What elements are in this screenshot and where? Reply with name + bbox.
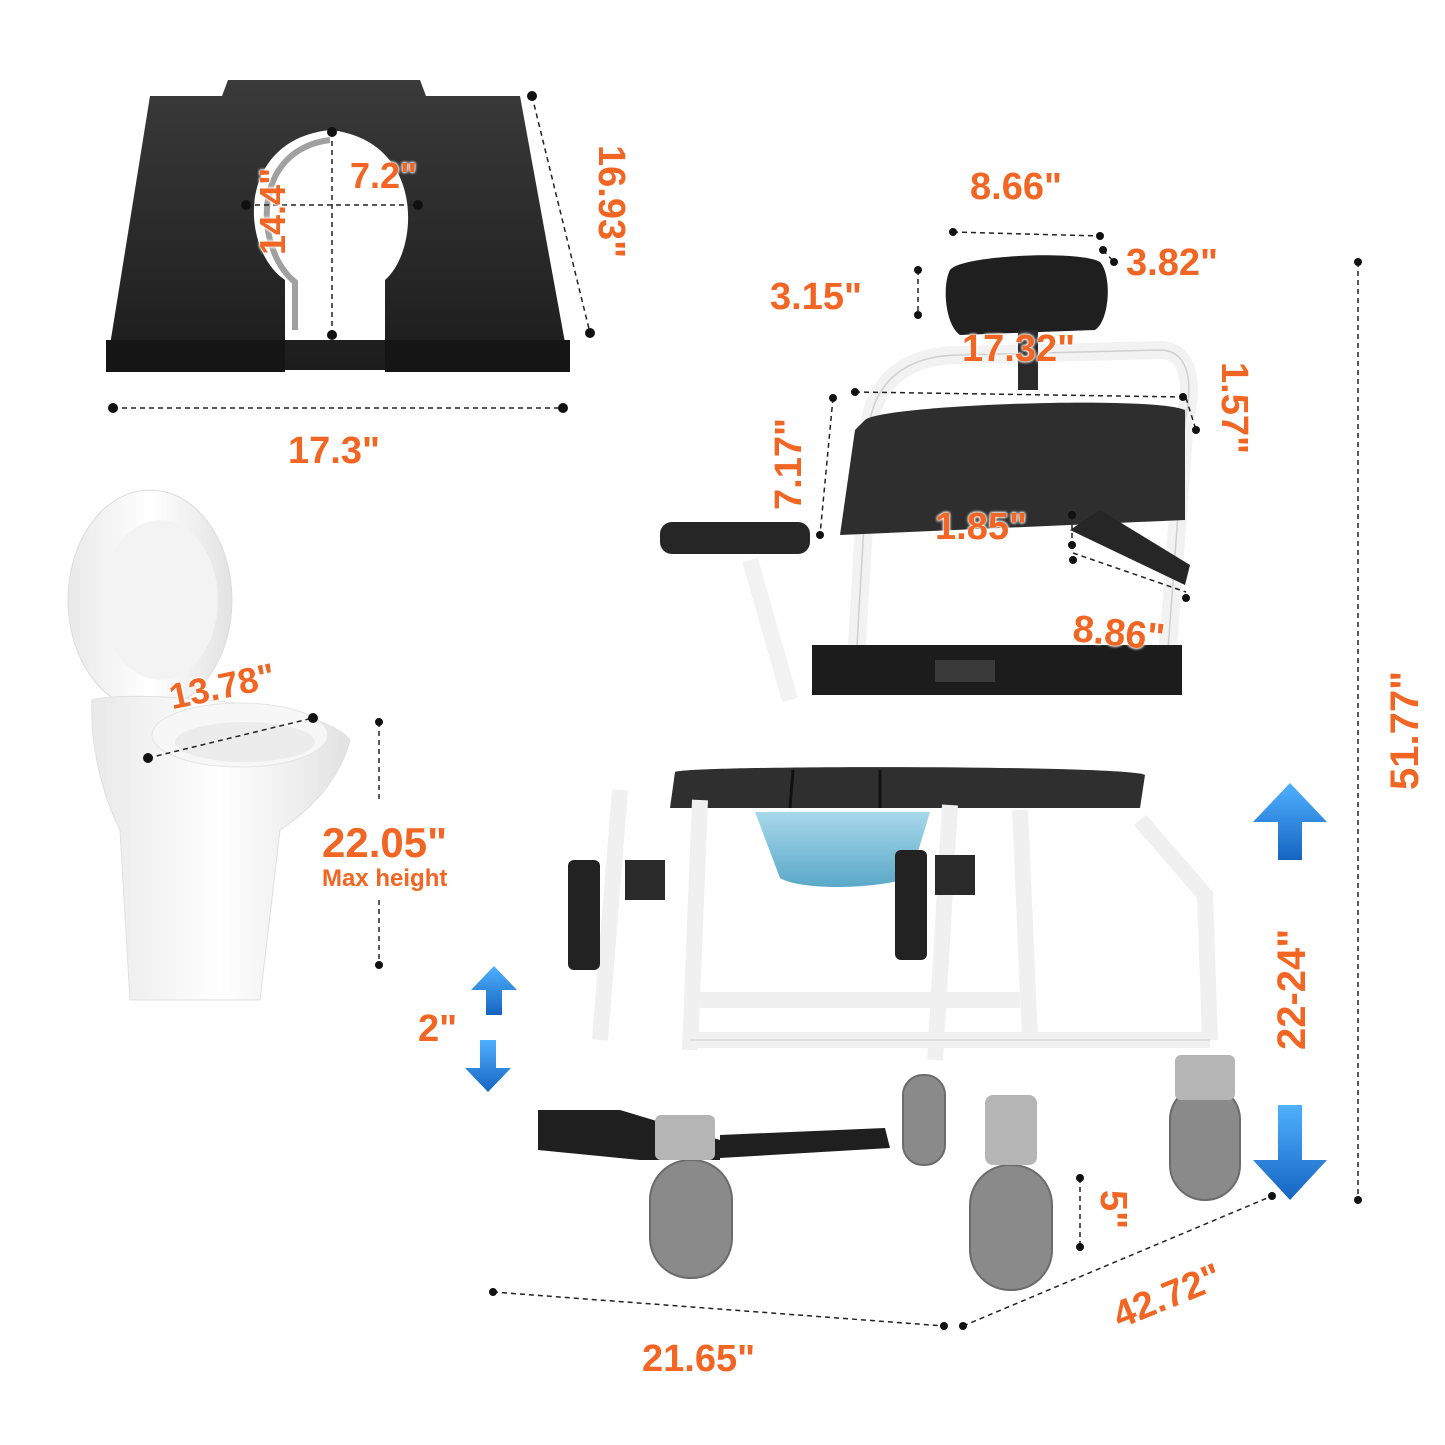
arrow-down-icon [465,1040,511,1092]
headrest-height-label: 3.15" [770,276,862,318]
seat-height-range-label: 22-24" [1270,928,1314,1050]
toilet-dimension-dots [143,713,383,969]
cushion-opening-length-label: 14.4" [252,167,293,255]
toilet-dimension-lines [147,717,380,965]
chair-dimension-dots [489,228,1362,1330]
backrest-width-label: 17.32" [962,328,1076,370]
footrest-adjust-label: 2" [418,1008,458,1050]
overall-width-label: 21.65" [642,1338,756,1380]
toilet-image [67,489,351,1001]
backrest-height-label: 7.17" [768,418,810,510]
cushion-width-label: 17.3" [288,430,380,472]
seat-cushion-image [106,80,570,372]
toilet-max-height-label: 22.05" [322,819,448,866]
cushion-depth-label: 16.93" [590,145,632,259]
arrow-down-icon [1253,1105,1327,1200]
arrow-up-icon [471,966,517,1015]
headrest-width-label: 8.66" [970,166,1062,208]
armrest-length-label: 8.86" [1070,608,1167,660]
headrest-depth-label: 3.82" [1126,242,1218,284]
arrow-up-icon [1253,783,1327,860]
toilet-max-height-caption: Max height [322,865,448,892]
seat-cushion-dimension-dots [108,91,595,413]
backrest-thickness-label: 1.57" [1213,362,1255,454]
seat-cushion-dimension-lines [113,95,591,409]
wheel-size-label: 5" [1092,1190,1134,1230]
armrest-thickness-label: 1.85" [935,506,1027,548]
shower-chair-image [538,255,1241,1291]
cushion-opening-width-label: 7.2" [350,155,418,196]
overall-height-label: 51.77" [1383,670,1427,790]
